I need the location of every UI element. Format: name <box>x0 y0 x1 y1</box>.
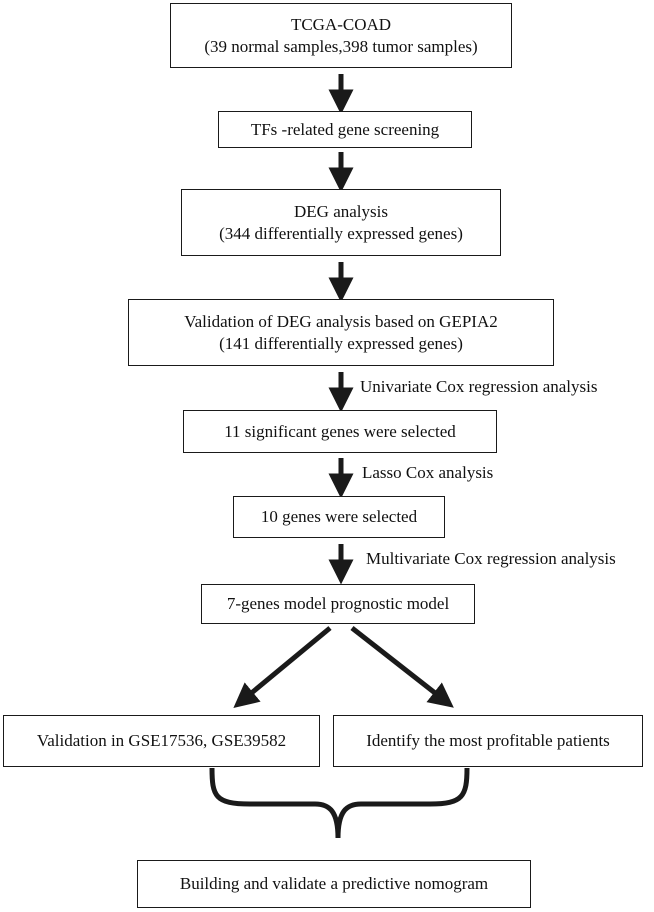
multivariate-cox-label: Multivariate Cox regression analysis <box>366 549 616 568</box>
tf-screening-label: TFs -related gene screening <box>250 119 440 139</box>
profitable-patients-label: Identify the most profitable patients <box>366 731 610 750</box>
prognostic-model-label: 7-genes model prognostic model <box>226 594 450 613</box>
tcga-samples: (39 normal samples,398 tumor samples) <box>204 36 478 56</box>
deg-analysis-title: DEG analysis <box>294 201 388 221</box>
arrow-model-to-profitable <box>350 626 454 708</box>
prognostic-model-box: 7-genes model prognostic model <box>201 584 475 624</box>
deg-analysis-count: (344 differentially expressed genes) <box>219 223 463 243</box>
nomogram-label: Building and validate a predictive nomog… <box>179 874 489 893</box>
lasso-cox-label: Lasso Cox analysis <box>362 463 494 482</box>
tcga-title: TCGA-COAD <box>290 14 392 34</box>
deg-analysis-box: DEG analysis (344 differentially express… <box>181 189 501 256</box>
tcga-box: TCGA-COAD (39 normal samples,398 tumor s… <box>170 3 512 68</box>
eleven-genes-label: 11 significant genes were selected <box>224 421 456 441</box>
univariate-cox-label: Univariate Cox regression analysis <box>360 377 598 396</box>
geo-validation-label: Validation in GSE17536, GSE39582 <box>36 731 287 750</box>
merge-brace <box>209 767 470 839</box>
profitable-patients-box: Identify the most profitable patients <box>333 715 643 767</box>
gepia-validation-title: Validation of DEG analysis based on GEPI… <box>184 311 498 331</box>
eleven-genes-box: 11 significant genes were selected <box>183 410 497 453</box>
ten-genes-box: 10 genes were selected <box>233 496 445 538</box>
gepia-validation-box: Validation of DEG analysis based on GEPI… <box>128 299 554 366</box>
arrow-model-to-geo <box>233 626 332 708</box>
geo-validation-box: Validation in GSE17536, GSE39582 <box>3 715 320 767</box>
tf-screening-box: TFs -related gene screening <box>218 111 472 148</box>
gepia-validation-count: (141 differentially expressed genes) <box>219 333 463 353</box>
ten-genes-label: 10 genes were selected <box>260 507 418 526</box>
nomogram-box: Building and validate a predictive nomog… <box>137 860 531 908</box>
